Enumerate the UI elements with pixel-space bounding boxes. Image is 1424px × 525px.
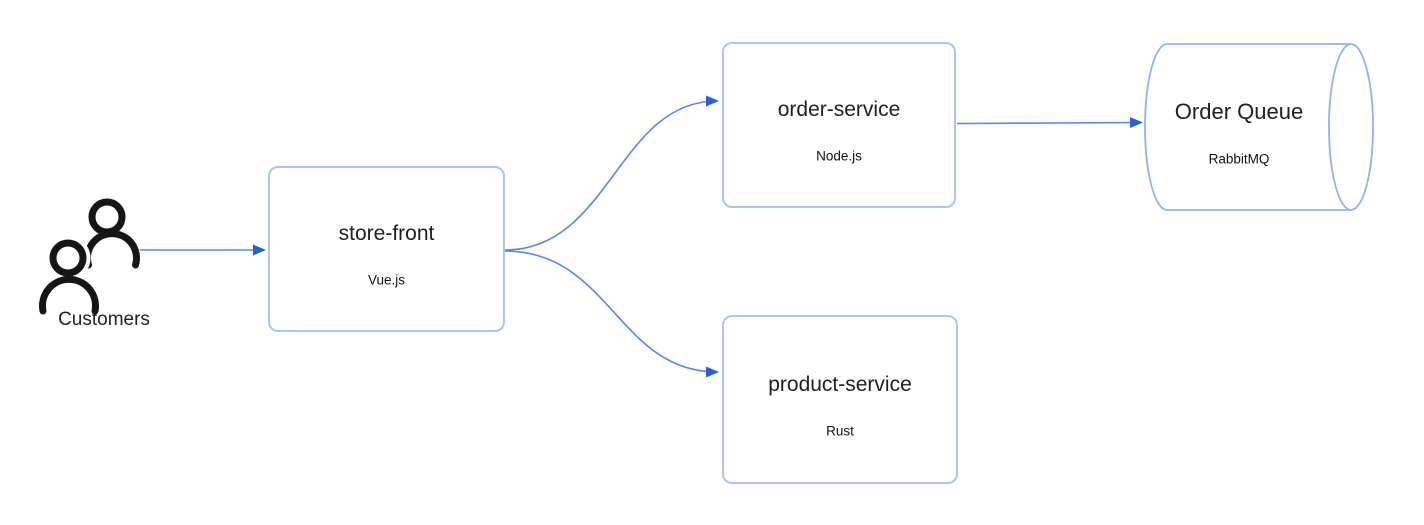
node-order-queue: Order Queue RabbitMQ (1147, 44, 1331, 210)
node-store-front-title: store-front (338, 222, 435, 246)
node-product-service: product-service Rust (722, 315, 958, 484)
node-order-service-title: order-service (777, 98, 901, 122)
node-order-service-subtitle: Node.js (816, 148, 862, 164)
node-order-service: order-service Node.js (722, 42, 956, 208)
node-store-front: store-front Vue.js (268, 166, 505, 332)
edge-store-front-to-product-service (504, 250, 719, 378)
order-queue-cylinder-shape (1144, 43, 1374, 211)
edge-order-service-to-order-queue (956, 117, 1143, 129)
node-product-service-title: product-service (768, 372, 912, 396)
node-store-front-subtitle: Vue.js (367, 272, 406, 288)
node-order-queue-title: Order Queue (1174, 99, 1304, 125)
customers-label: Customers (58, 309, 150, 330)
node-order-queue-subtitle: RabbitMQ (1208, 151, 1270, 167)
two-users-icon (35, 198, 140, 319)
node-product-service-subtitle: Rust (826, 423, 854, 439)
edge-store-front-to-order-service (504, 95, 719, 251)
